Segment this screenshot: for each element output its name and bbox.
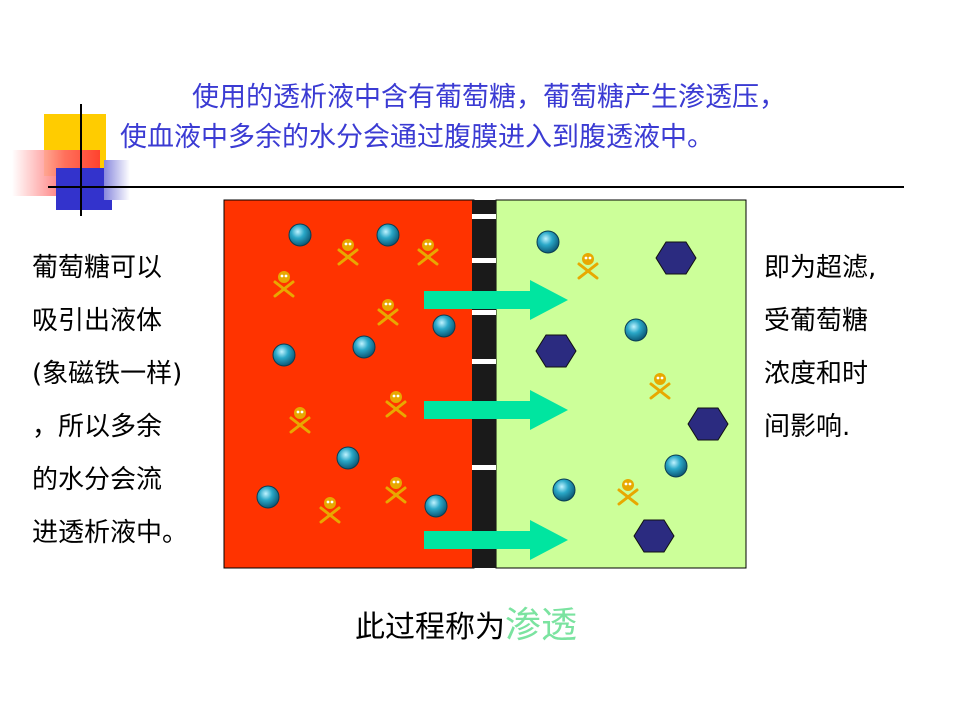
water-molecule-sphere — [352, 335, 376, 359]
left-line: (象磁铁一样) — [32, 359, 183, 389]
water-molecule-sphere — [256, 485, 280, 509]
right-line: 受葡萄糖 — [764, 306, 869, 336]
deco-blue-fade — [104, 160, 130, 200]
header-rule — [48, 186, 904, 188]
water-molecule-sphere — [432, 314, 456, 338]
water-molecule-sphere — [272, 343, 296, 367]
caption-prefix: 此过程称为 — [355, 610, 505, 645]
water-molecule-sphere — [336, 446, 360, 470]
caption-highlight: 渗透 — [505, 605, 578, 646]
deco-vertical-line — [80, 104, 82, 216]
left-explanation: 葡萄糖可以 吸引出液体 (象磁铁一样) ，所以多余 的水分会流 进透析液中。 — [32, 242, 188, 560]
left-line: 葡萄糖可以 — [32, 253, 163, 283]
hexagon-molecule — [655, 241, 697, 275]
flow-arrow — [424, 280, 568, 320]
water-molecule-sphere — [624, 318, 648, 342]
left-line: 吸引出液体 — [32, 306, 163, 336]
hexagon-molecule — [535, 334, 577, 368]
water-molecule-sphere — [424, 494, 448, 518]
deco-blue-square — [56, 168, 112, 210]
flow-arrow — [424, 520, 568, 560]
page-title: 使用的透析液中含有葡萄糖，葡萄糖产生渗透压， 使血液中多余的水分会通过腹膜进入到… — [120, 78, 950, 158]
right-line: 即为超滤, — [764, 253, 877, 283]
water-molecule-sphere — [288, 223, 312, 247]
water-molecule-sphere — [664, 454, 688, 478]
caption: 此过程称为渗透 — [355, 596, 577, 648]
right-line: 间影响. — [764, 412, 851, 442]
flow-arrow — [424, 390, 568, 430]
water-molecule-sphere — [376, 223, 400, 247]
water-molecule-sphere — [552, 478, 576, 502]
left-line: 的水分会流 — [32, 465, 163, 495]
peritoneal-membrane — [472, 200, 496, 568]
hexagon-molecule — [687, 407, 729, 441]
left-line: 进透析液中。 — [32, 518, 189, 548]
right-explanation: 即为超滤, 受葡萄糖 浓度和时 间影响. — [764, 242, 876, 454]
title-line-2: 使血液中多余的水分会通过腹膜进入到腹透液中。 — [120, 122, 714, 153]
water-molecule-sphere — [536, 230, 560, 254]
right-line: 浓度和时 — [764, 359, 869, 389]
left-line: ，所以多余 — [32, 412, 163, 442]
hexagon-molecule — [633, 519, 675, 553]
title-line-1: 使用的透析液中含有葡萄糖，葡萄糖产生渗透压， — [192, 82, 786, 113]
dialysate-chamber — [495, 199, 747, 569]
